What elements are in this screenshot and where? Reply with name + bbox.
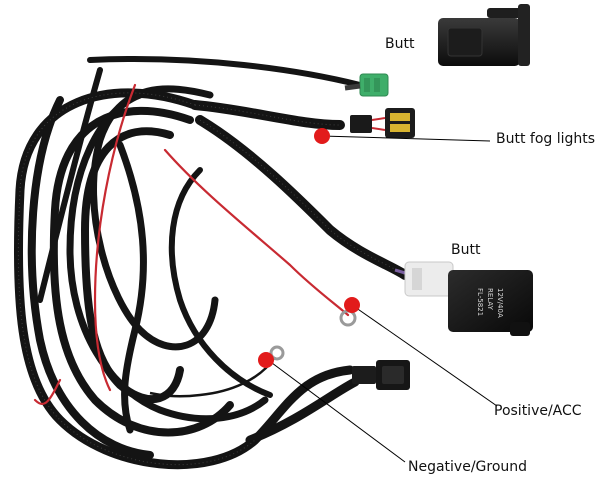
- fog-connector-icon: [350, 108, 415, 138]
- ring-terminal-icon: [339, 309, 357, 327]
- positive-label: Positive/ACC: [494, 403, 582, 419]
- relay-text-1: FL-5821: [476, 288, 484, 316]
- switch-icon: [438, 4, 530, 66]
- ring-terminal-icon: [269, 345, 285, 361]
- relay-text-3: 12V/40A: [496, 288, 504, 318]
- relay-text-2: RELAY: [486, 288, 494, 311]
- relay-label: Butt: [451, 242, 481, 258]
- red-wires: [33, 83, 350, 405]
- switch-label: Butt: [385, 36, 415, 52]
- fog-lights-label: Butt fog lights: [496, 131, 596, 147]
- negative-marker: [258, 352, 274, 368]
- negative-label: Negative/Ground: [408, 459, 528, 475]
- red-markers: [258, 128, 360, 368]
- harness-loops: [13, 56, 410, 470]
- positive-marker: [344, 297, 360, 313]
- leader-lines: [267, 135, 498, 463]
- ground-wire: [149, 356, 277, 398]
- loom-ridges: [17, 92, 406, 466]
- green-connector-icon: [344, 73, 389, 97]
- fog-marker: [314, 128, 330, 144]
- relay-icon: FL-5821 RELAY 12V/40A: [394, 261, 533, 336]
- lower-connector-icon: [352, 360, 410, 390]
